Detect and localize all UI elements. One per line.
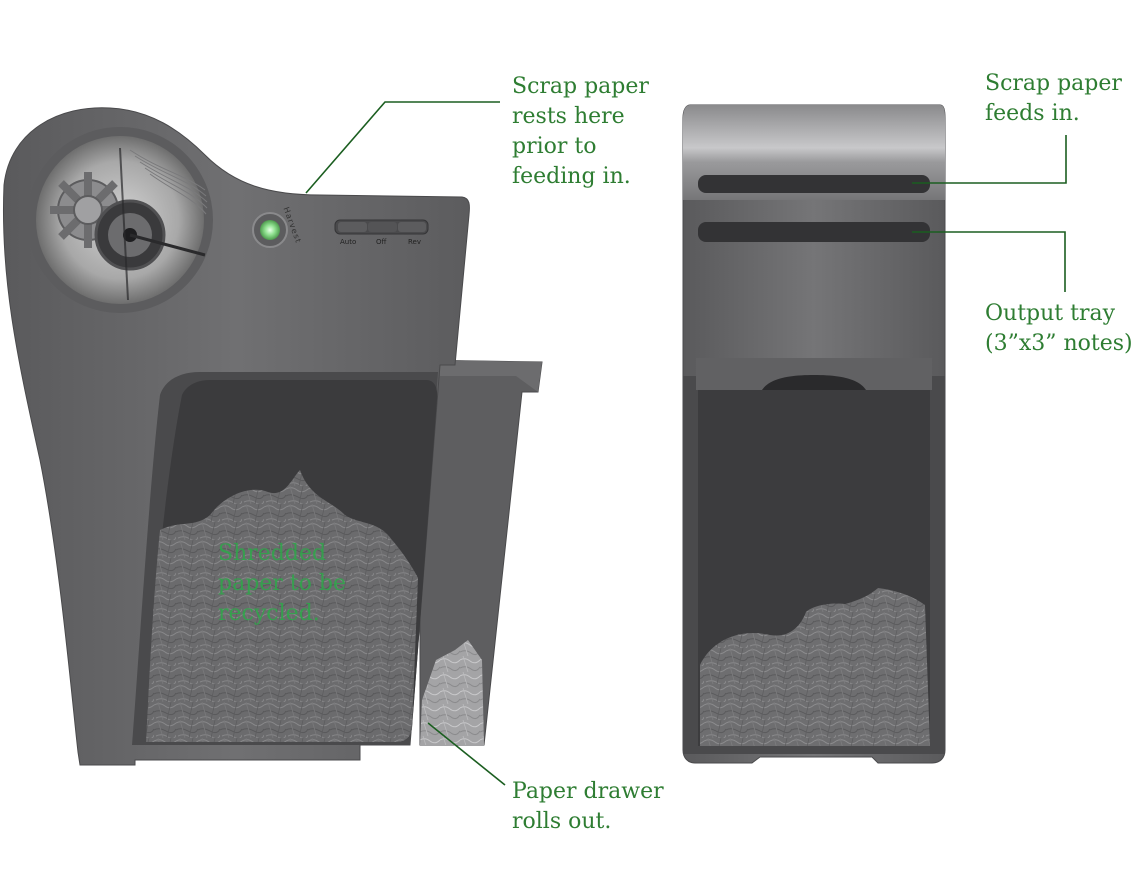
callout-scrap-paper-feeds-in: Scrap paper feeds in.	[985, 69, 1122, 129]
leader-feeds-in	[912, 135, 1067, 184]
mode-off-button[interactable]	[368, 222, 397, 232]
front-view	[682, 104, 946, 764]
harvest-led[interactable]	[260, 220, 280, 240]
callout-line: recycled.	[218, 601, 320, 626]
callout-line: paper to be	[218, 571, 346, 596]
callout-line: prior to	[512, 134, 597, 159]
callout-line: (3”x3” notes).	[985, 331, 1133, 356]
drawer-shreds	[420, 640, 484, 745]
callout-output-tray: Output tray (3”x3” notes).	[985, 299, 1133, 359]
mode-off-label: Off	[376, 238, 387, 246]
leader-drawer	[427, 722, 506, 786]
mode-auto-button[interactable]	[338, 222, 367, 232]
leader-lines	[305, 101, 1067, 786]
output-slot	[698, 222, 930, 242]
callout-line: Scrap paper	[512, 74, 649, 99]
roller-wires	[129, 149, 208, 215]
callout-line: rests here	[512, 104, 625, 129]
callout-line: feeding in.	[512, 164, 631, 189]
drawer-pull	[762, 375, 866, 390]
side-bin-shreds	[146, 470, 418, 742]
callout-shredded-paper: Shredded paper to be recycled.	[218, 539, 346, 629]
callout-line: rolls out.	[512, 809, 612, 834]
callout-scrap-paper-rests: Scrap paper rests here prior to feeding …	[512, 72, 649, 192]
input-slot	[698, 175, 930, 193]
mode-rev-label: Rev	[408, 238, 421, 246]
front-bin-shreds	[700, 588, 930, 746]
mode-auto-label: Auto	[340, 238, 356, 246]
callout-line: Paper drawer	[512, 779, 664, 804]
callout-line: Output tray	[985, 301, 1116, 326]
callout-line: Shredded	[218, 541, 327, 566]
callout-paper-drawer: Paper drawer rolls out.	[512, 777, 664, 837]
callout-line: feeds in.	[985, 101, 1080, 126]
leader-output-tray	[912, 231, 1066, 292]
mode-switch[interactable]	[334, 219, 429, 235]
mode-rev-button[interactable]	[398, 222, 426, 232]
callout-line: Scrap paper	[985, 71, 1122, 96]
leader-scrap-rests	[305, 101, 500, 194]
side-view: Harvest Auto Off Rev	[2, 107, 543, 766]
drawer-handle	[440, 360, 542, 392]
